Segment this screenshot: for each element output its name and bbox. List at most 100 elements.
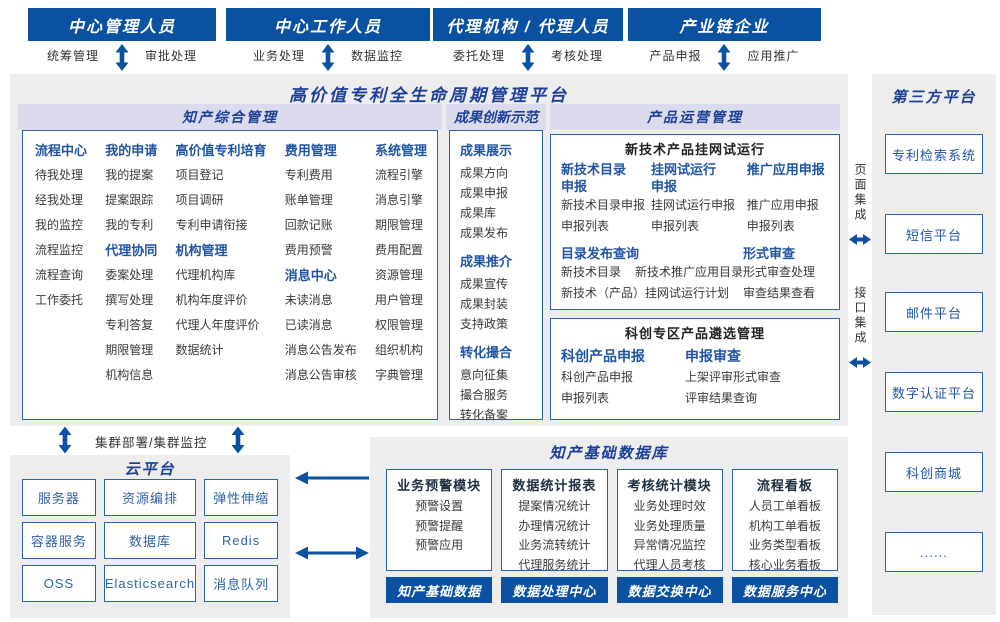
menu-item: 回款记账 bbox=[284, 218, 333, 232]
section-ip-title: 知产综合管理 bbox=[18, 104, 442, 130]
tag-label: 考核处理 bbox=[551, 48, 604, 63]
platform-container: 高价值专利全生命周期管理平台 知产综合管理 流程中心 待我处理 经我处理 我的监… bbox=[10, 74, 848, 426]
menu-item: 业务类型看板 bbox=[748, 538, 821, 552]
module-title: 业务预警模块 bbox=[397, 478, 482, 493]
menu-item: 消息引擎 bbox=[374, 193, 423, 207]
menu-item: 审查结果查看 bbox=[743, 286, 816, 300]
menu-item: 代理人年度评价 bbox=[175, 318, 260, 332]
api-integration-label: 接口集成 bbox=[853, 286, 867, 346]
menu-item: 形式审查处理 bbox=[743, 265, 816, 279]
group-promo-declare: 推广应用申报 推广应用申报 申报列表 bbox=[747, 161, 829, 237]
section-ip-management: 知产综合管理 流程中心 待我处理 经我处理 我的监控 流程监控 流程查询 工作委… bbox=[18, 104, 442, 420]
menu-item: 消息公告审核 bbox=[284, 368, 357, 382]
menu-item: 代理人员考核 bbox=[633, 557, 706, 572]
menu-item: 用户管理 bbox=[374, 293, 423, 307]
menu-item: 上架评审形式审查 bbox=[685, 370, 782, 384]
third-party-box-digital-cert: 数字认证平台 bbox=[885, 372, 983, 412]
ip-database-title: 知产基础数据库 bbox=[549, 445, 669, 462]
page-integration-arrow-icon bbox=[849, 233, 871, 246]
sci-groups: 科创产品申报 科创产品申报 申报列表 申报审查 上架评审形式审查 评审结果查询 bbox=[561, 345, 829, 409]
module-process-board: 流程看板 人员工单看板 机构工单看板 业务类型看板 核心业务看板 bbox=[731, 469, 838, 572]
menu-item: 项目登记 bbox=[175, 168, 224, 182]
menu-item: 我的监控 bbox=[35, 218, 84, 232]
cluster-label: 集群部署/集群监控 bbox=[95, 436, 208, 450]
menu-item: 意向征集 bbox=[460, 367, 509, 382]
menu-item: 专利答复 bbox=[105, 318, 154, 332]
cloud-box-elasticsearch: Elasticsearch bbox=[103, 565, 197, 602]
role-tags-4: 产品申报 应用推广 bbox=[628, 46, 821, 64]
menu-item: 数据统计 bbox=[175, 343, 224, 357]
menu-item: 评审结果查询 bbox=[685, 391, 758, 405]
section-achievement-title: 成果创新示范 bbox=[446, 104, 546, 130]
section-achievement: 成果创新示范 成果展示 成果方向 成果申报 成果库 成果发布 成果推介 成果宣传… bbox=[446, 104, 546, 422]
menu-item: 成果库 bbox=[460, 205, 497, 220]
cloud-grid: 服务器 资源编排 弹性伸缩 容器服务 数据库 Redis OSS Elastic… bbox=[22, 479, 278, 602]
group-title: 成果推介 bbox=[460, 254, 513, 269]
menu-item: 费用配置 bbox=[374, 243, 423, 257]
section-product-operation: 产品运营管理 新技术产品挂网试运行 新技术目录申报 新技术目录申报 申报列表 挂… bbox=[550, 104, 840, 420]
menu-item: 流程查询 bbox=[35, 268, 84, 282]
third-party-box-mail: 邮件平台 bbox=[885, 292, 983, 332]
group-formal-review: 形式审查 形式审查处理 审查结果查看 bbox=[743, 245, 815, 304]
ip-column-2: 我的申请 我的提案 提案跟踪 我的专利 代理协同 委案处理 撰写处理 专利答复 … bbox=[105, 137, 157, 419]
menu-item: 业务处理质量 bbox=[633, 518, 706, 533]
menu-item: 期限管理 bbox=[105, 343, 154, 357]
module-business-alert: 业务预警模块 预警设置 预警提醒 预警应用 bbox=[386, 469, 493, 571]
db-bars: 知产基础数据 数据处理中心 数据交换中心 数据服务中心 bbox=[386, 577, 838, 603]
menu-item: 推广应用申报 bbox=[746, 198, 819, 212]
role-tags-3: 委托处理 考核处理 bbox=[433, 46, 623, 64]
group-title: 机构管理 bbox=[175, 243, 228, 258]
updown-arrow-icon bbox=[521, 44, 535, 71]
menu-item: 业务处理时效 bbox=[633, 499, 706, 513]
menu-item: 申报列表 bbox=[561, 219, 610, 233]
group-title: 形式审查 bbox=[743, 246, 796, 261]
group-title: 科创产品申报 bbox=[561, 348, 645, 364]
group-catalog-declare: 新技术目录申报 新技术目录申报 申报列表 bbox=[561, 161, 651, 237]
menu-item: 核心业务看板 bbox=[748, 557, 821, 572]
group-title: 费用管理 bbox=[284, 143, 337, 158]
third-party-panel: 第三方平台 专利检索系统 短信平台 邮件平台 数字认证平台 科创商城 .....… bbox=[872, 74, 996, 615]
menu-item: 提案跟踪 bbox=[105, 193, 154, 207]
role-header-enterprise: 产业链企业 bbox=[628, 8, 821, 41]
catalog-query-line1: 新技术目录 新技术推广应用目录 bbox=[561, 262, 743, 283]
menu-item: 我的专利 bbox=[105, 218, 154, 232]
catalog-query-row: 目录发布查询 新技术目录 新技术推广应用目录 新技术（产品）挂网试运行计划 形式… bbox=[561, 245, 829, 304]
group-title: 转化撮合 bbox=[460, 345, 513, 360]
menu-item: 机构工单看板 bbox=[748, 518, 821, 533]
group-declare-review: 申报审查 上架评审形式审查 评审结果查询 bbox=[685, 345, 781, 409]
subbox-title: 科创专区产品遴选管理 bbox=[624, 326, 765, 341]
left-arrow-icon bbox=[295, 471, 369, 485]
platform-title: 高价值专利全生命周期管理平台 bbox=[289, 86, 569, 105]
section-achievement-body: 成果展示 成果方向 成果申报 成果库 成果发布 成果推介 成果宣传 成果封装 支… bbox=[449, 130, 543, 422]
ip-column-4: 费用管理 专利费用 账单管理 回款记账 费用预警 消息中心 未读消息 已读消息 … bbox=[285, 137, 357, 419]
menu-item: 申报列表 bbox=[650, 219, 699, 233]
module-title: 流程看板 bbox=[756, 478, 813, 493]
cloud-box-mq: 消息队列 bbox=[204, 565, 278, 602]
group-title: 系统管理 bbox=[374, 143, 427, 158]
cloud-box-oss: OSS bbox=[22, 565, 96, 602]
tag-label: 业务处理 bbox=[252, 48, 305, 63]
menu-item: 撮合服务 bbox=[460, 387, 509, 402]
ip-column-5: 系统管理 流程引擎 消息引擎 期限管理 费用配置 资源管理 用户管理 权限管理 … bbox=[375, 137, 427, 419]
group-sci-product-declare: 科创产品申报 科创产品申报 申报列表 bbox=[561, 345, 645, 409]
menu-item: 申报列表 bbox=[746, 219, 795, 233]
menu-item: 业务流转统计 bbox=[518, 538, 591, 552]
menu-item: 专利费用 bbox=[284, 168, 333, 182]
menu-item: 成果封装 bbox=[460, 296, 509, 311]
role-header-center-manager: 中心管理人员 bbox=[28, 8, 216, 41]
cloud-box-server: 服务器 bbox=[22, 479, 96, 516]
menu-item: 成果发布 bbox=[460, 225, 509, 240]
cloud-box-database: 数据库 bbox=[103, 522, 197, 559]
group-title: 挂网试运行申报 bbox=[650, 162, 716, 194]
menu-item: 机构年度评价 bbox=[175, 293, 248, 307]
menu-item: 我的提案 bbox=[105, 168, 154, 182]
menu-item: 专利申请衔接 bbox=[175, 218, 248, 232]
cloud-box-autoscale: 弹性伸缩 bbox=[204, 479, 278, 516]
menu-item: 组织机构 bbox=[374, 343, 423, 357]
third-party-box-more: ...... bbox=[885, 532, 983, 572]
page-integration-label: 页面集成 bbox=[853, 163, 867, 223]
bar-data-service-center: 数据服务中心 bbox=[731, 577, 838, 603]
updown-arrow-icon bbox=[115, 44, 129, 71]
bar-data-processing-center: 数据处理中心 bbox=[501, 577, 608, 603]
module-assessment: 考核统计模块 业务处理时效 业务处理质量 异常情况监控 代理人员考核 bbox=[616, 469, 723, 572]
